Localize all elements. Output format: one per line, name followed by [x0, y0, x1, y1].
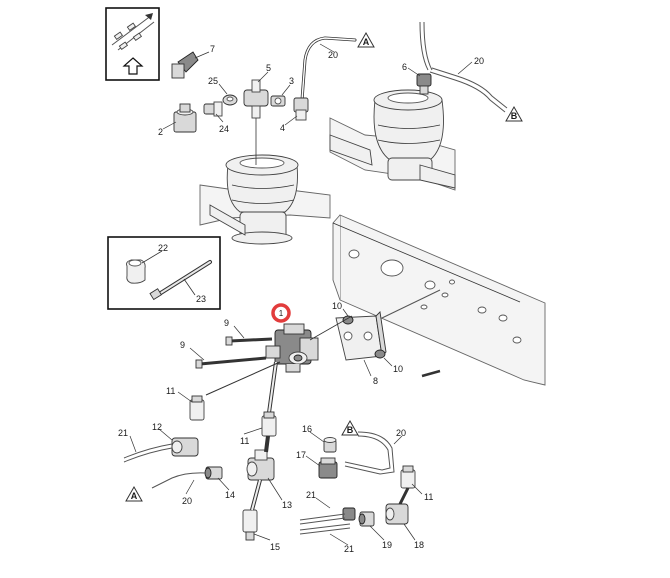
label-part-15: 15	[270, 542, 280, 552]
label-part-3: 3	[289, 76, 294, 86]
label-part-25: 25	[208, 76, 218, 86]
connector-b-top-label: B	[511, 111, 518, 121]
inset-clip-tie-box	[107, 236, 221, 310]
leader-lines	[129, 43, 473, 546]
connector-b-mid-label: B	[347, 425, 354, 435]
label-part-17: 17	[296, 450, 306, 460]
label-part-13: 13	[282, 500, 292, 510]
part-3-connector	[270, 95, 286, 107]
part-12-tee	[171, 437, 199, 457]
part-14-fitting	[204, 466, 223, 480]
label-part-6: 6	[402, 62, 407, 72]
label-part-20b: 20	[474, 56, 484, 66]
label-part-21b: 21	[306, 490, 316, 500]
label-part-14: 14	[225, 490, 235, 500]
label-part-9b: 9	[180, 340, 185, 350]
hose-20-lower-left	[151, 472, 207, 489]
part-18-tee	[385, 503, 409, 525]
label-part-18: 18	[414, 540, 424, 550]
label-part-21a: 21	[118, 428, 128, 438]
label-part-23: 23	[196, 294, 206, 304]
part-16-fitting	[323, 437, 337, 453]
connector-a-bottom-label: A	[131, 491, 138, 501]
label-part-11c: 11	[424, 492, 433, 502]
air-spring-left	[199, 154, 331, 245]
bolt-9-upper	[225, 336, 273, 346]
label-part-4: 4	[280, 123, 285, 133]
label-part-7: 7	[210, 44, 215, 54]
nut-10-lower	[374, 349, 386, 359]
label-part-10b: 10	[393, 364, 403, 374]
part-6-fitting	[416, 73, 432, 95]
connector-b-mid: B	[341, 419, 359, 436]
label-part-20d: 20	[182, 496, 192, 506]
label-part-16: 16	[302, 424, 312, 434]
part-15-fitting	[242, 509, 258, 541]
label-part-12: 12	[152, 422, 162, 432]
label-part-11a: 11	[166, 386, 175, 396]
label-part-9a: 9	[224, 318, 229, 328]
pipe-right-vertical	[398, 487, 410, 505]
part-25-nut	[222, 94, 238, 106]
label-part-10a: 10	[332, 301, 342, 311]
hose-right-20	[419, 21, 508, 113]
part-2-valve-block	[173, 103, 197, 133]
part-24-fitting	[203, 101, 223, 117]
label-part-20a: 20	[328, 50, 338, 60]
part-13-tee	[246, 449, 275, 481]
chassis-frame-rail	[332, 214, 546, 386]
label-part-20c: 20	[396, 428, 406, 438]
pipe-vertical-center	[250, 435, 270, 511]
label-part-22: 22	[158, 243, 168, 253]
part-19-fitting	[358, 511, 375, 527]
fitting-arrows-icon	[111, 13, 155, 51]
hose-top-20	[300, 36, 357, 102]
connector-a-top-label: A	[363, 37, 370, 47]
connector-b-top: B	[505, 105, 523, 122]
pipe-down-from-valve	[205, 361, 281, 421]
label-part-21c: 21	[344, 544, 354, 554]
inset-orientation-box	[105, 7, 160, 81]
hose-21-left	[123, 443, 173, 463]
connector-a-bottom: A	[125, 485, 143, 502]
label-part-11b: 11	[240, 436, 249, 446]
bracket-8	[335, 311, 387, 361]
label-part-2: 2	[158, 127, 163, 137]
small-bolt	[421, 369, 441, 378]
cable-tie-part	[149, 260, 212, 301]
label-part-8: 8	[373, 376, 378, 386]
label-part-5: 5	[266, 63, 271, 73]
fitting-11-mid	[261, 411, 277, 437]
part-4-elbow	[293, 97, 309, 121]
bolt-9-lower	[195, 356, 267, 369]
label-part-19: 19	[382, 540, 392, 550]
clip-part	[126, 259, 146, 284]
air-spring-right	[329, 89, 456, 191]
up-arrow-icon	[122, 57, 144, 75]
part-labels: 1 2 3 4 5 6 7 8 9 9 10 10 11 11 11 12 13…	[118, 44, 484, 554]
label-part-24: 24	[219, 124, 229, 134]
levelling-valve-assembly	[265, 323, 319, 373]
fitting-11-left	[189, 395, 205, 421]
link-rod	[309, 289, 441, 341]
label-part-1: 1	[279, 309, 284, 318]
highlight-marker	[271, 303, 291, 323]
part-5-tee	[243, 79, 269, 165]
part-17-fitting	[318, 457, 338, 479]
pipes-21-lower	[299, 513, 351, 535]
part-7-sensor	[171, 51, 199, 79]
connector-a-top: A	[357, 31, 375, 48]
hose-20-mid	[344, 431, 395, 475]
